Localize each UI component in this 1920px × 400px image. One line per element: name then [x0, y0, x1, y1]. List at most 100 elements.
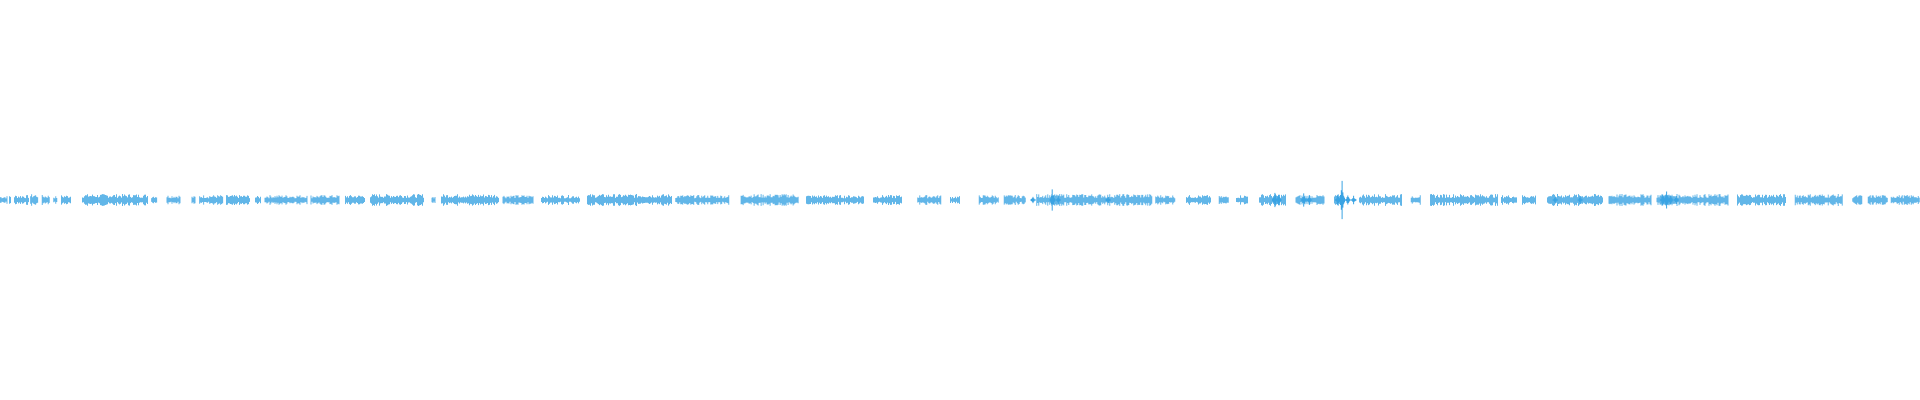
waveform-samples: [1155, 195, 1176, 205]
waveform-peak-samples: [1272, 192, 1278, 208]
waveform-peak: [1659, 194, 1666, 206]
waveform-samples: [740, 194, 799, 206]
waveform-samples: [873, 195, 902, 205]
waveform-segment: [14, 195, 29, 205]
waveform-peak: [1275, 194, 1282, 206]
waveform-samples: [345, 195, 365, 205]
waveform-segment: [264, 195, 308, 205]
waveform-segment: [1867, 195, 1888, 205]
waveform-peak-samples: [1055, 195, 1061, 205]
waveform-segment: [1218, 196, 1229, 204]
waveform-segment: [502, 195, 534, 205]
waveform-segment: [1236, 195, 1248, 205]
waveform-samples: [14, 195, 29, 205]
waveform-samples: [1890, 195, 1920, 205]
waveform-segment: [199, 195, 224, 205]
waveform-segment: [1852, 195, 1863, 205]
waveform-samples: [541, 195, 580, 205]
waveform-peak-samples: [1049, 189, 1056, 211]
waveform-segment: [0, 196, 8, 204]
waveform-segment: [1522, 195, 1536, 205]
waveform-samples: [0, 196, 8, 204]
waveform-peak-samples: [1577, 196, 1584, 204]
waveform-segment: [1003, 195, 1026, 205]
waveform-samples: [1430, 194, 1498, 206]
waveform-samples: [30, 194, 39, 206]
waveform-samples: [1522, 195, 1536, 205]
waveform-segment: [1155, 195, 1176, 205]
waveform-segment: [950, 196, 960, 204]
waveform-segment: [1501, 195, 1517, 205]
waveform-segment: [1794, 194, 1843, 206]
waveform-samples: [806, 195, 864, 205]
waveform-peak: [1339, 180, 1345, 220]
waveform-samples: [502, 195, 534, 205]
waveform-peak-samples: [1300, 193, 1307, 207]
waveform-samples: [191, 196, 196, 204]
waveform-samples: [1003, 195, 1026, 205]
waveform-segment: [226, 195, 250, 205]
waveform-samples: [1218, 196, 1229, 204]
waveform-samples: [61, 195, 71, 205]
waveform-segment: [255, 196, 261, 204]
waveform-segment: [166, 195, 181, 205]
waveform-segment: [441, 194, 499, 206]
waveform-peak-samples: [1306, 195, 1313, 205]
waveform-segment: [1737, 194, 1786, 206]
waveform-segment: [541, 195, 580, 205]
waveform-peak-samples: [1667, 195, 1674, 205]
waveform-segment: [1430, 194, 1498, 206]
waveform-peak-samples: [1104, 196, 1111, 204]
waveform-samples: [1186, 195, 1211, 205]
waveform-samples: [199, 195, 224, 205]
waveform-segment: [1036, 194, 1153, 206]
waveform-peak: [1049, 189, 1056, 211]
waveform-segment: [151, 196, 158, 204]
waveform-segment: [30, 194, 39, 206]
waveform-samples: [53, 196, 58, 204]
waveform-samples: [1852, 195, 1863, 205]
waveform-segment: [587, 194, 672, 206]
waveform-segment: [370, 194, 424, 206]
waveform-peak-samples: [1030, 196, 1036, 204]
waveform-peak: [1577, 196, 1584, 204]
waveform-peak: [1663, 191, 1670, 209]
waveform-segment: [1359, 194, 1402, 206]
waveform-segment: [1410, 195, 1421, 205]
waveform-peak: [1667, 195, 1674, 205]
waveform-segment: [1186, 195, 1211, 205]
waveform-segment: [53, 196, 58, 204]
waveform-peak: [1350, 195, 1357, 205]
waveform-segment: [1608, 194, 1652, 206]
waveform-peak: [1104, 196, 1111, 204]
waveform-segment: [1890, 195, 1920, 205]
waveform-peak-samples: [1350, 195, 1357, 205]
waveform-peak: [1272, 192, 1278, 208]
waveform-segment: [978, 195, 999, 205]
waveform-peak-samples: [1275, 194, 1282, 206]
waveform-segment: [82, 194, 148, 206]
waveform-peak-samples: [1344, 195, 1351, 205]
waveform-samples: [1737, 194, 1786, 206]
waveform-peak: [1344, 195, 1351, 205]
waveform-samples: [9, 196, 11, 204]
waveform-peak-samples: [1335, 194, 1342, 206]
waveform-peak-samples: [1339, 180, 1345, 220]
waveform-peak-samples: [1659, 194, 1666, 206]
waveform-segment: [191, 196, 196, 204]
waveform-samples: [1608, 194, 1652, 206]
waveform-samples: [1867, 195, 1888, 205]
waveform-samples: [675, 195, 730, 205]
waveform-peak: [1300, 193, 1307, 207]
waveform-samples: [441, 194, 499, 206]
waveform-segment: [740, 194, 799, 206]
waveform-samples: [1501, 195, 1517, 205]
waveform-peak: [1673, 196, 1680, 204]
waveform-samples: [978, 195, 999, 205]
waveform-peak-samples: [1673, 196, 1680, 204]
waveform-track: [0, 180, 1920, 220]
waveform-samples: [950, 196, 960, 204]
waveform-samples: [1359, 194, 1402, 206]
